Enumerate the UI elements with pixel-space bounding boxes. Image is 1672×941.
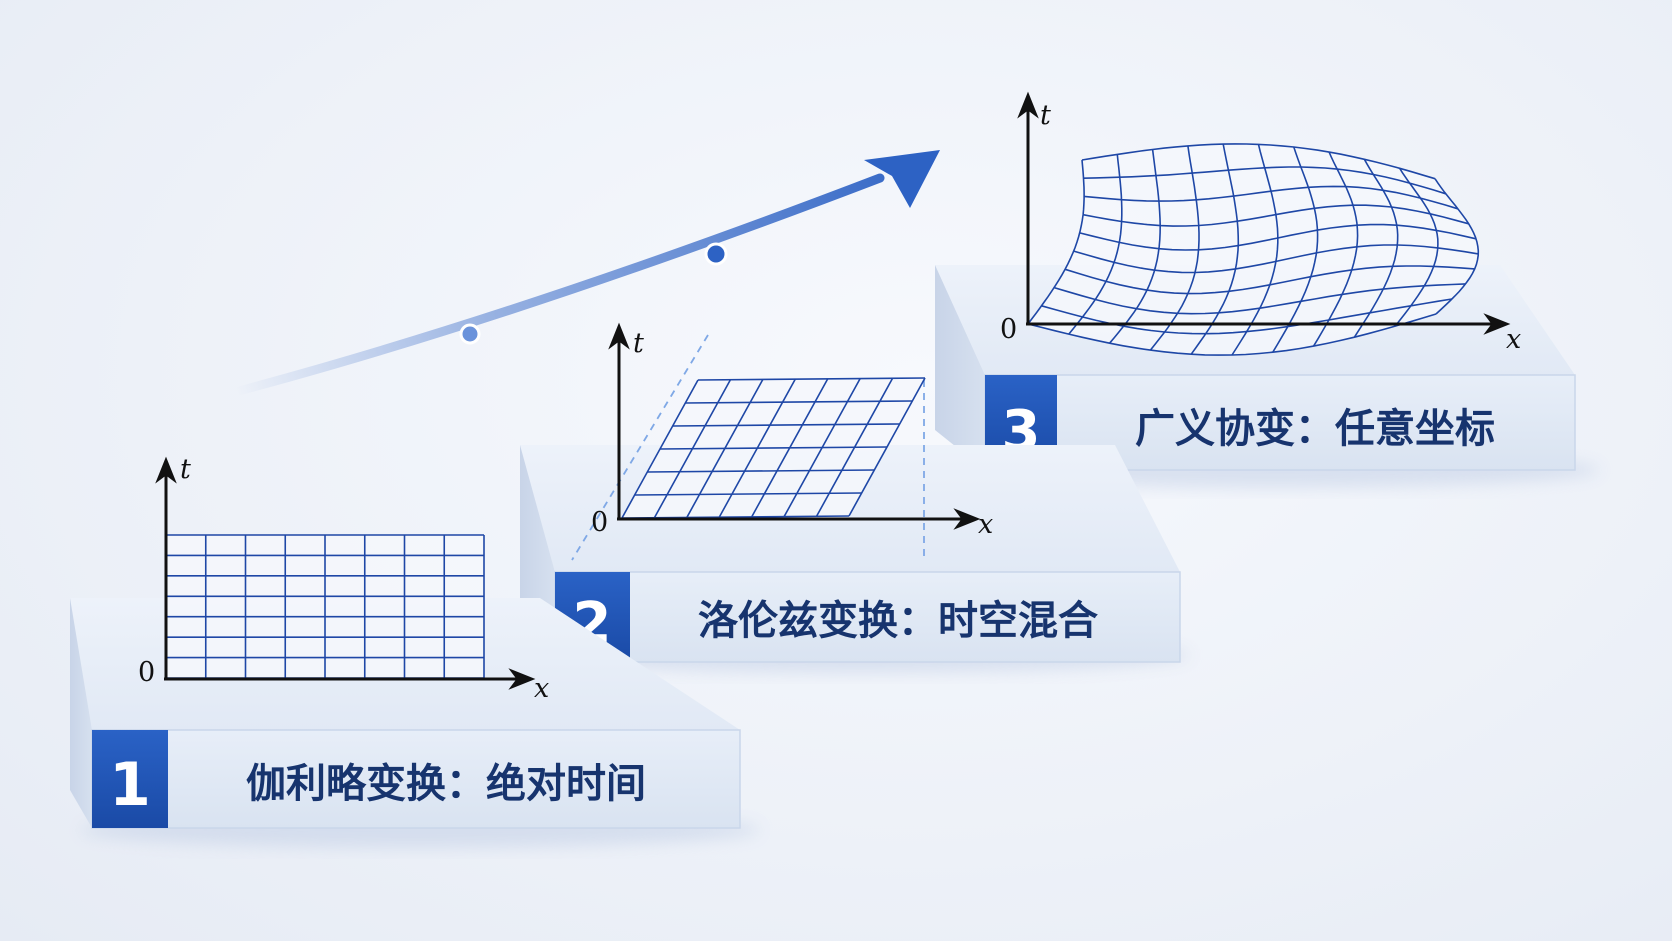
grid-line bbox=[1312, 151, 1359, 347]
grid-line bbox=[1027, 313, 1437, 356]
step-1-title: 伽利略变换：绝对时间 bbox=[246, 761, 646, 807]
t-axis-label: t bbox=[180, 454, 191, 485]
light-cone-line bbox=[571, 334, 709, 561]
grid-line bbox=[1053, 283, 1466, 315]
origin-label: 0 bbox=[138, 657, 155, 688]
galilean-grid-icon: t x 0 bbox=[138, 454, 549, 704]
x-axis-label: x bbox=[1506, 324, 1521, 355]
step-3-title: 广义协变：任意坐标 bbox=[1135, 406, 1495, 452]
grid-line bbox=[1231, 144, 1279, 356]
step-1-number: 1 bbox=[109, 750, 151, 820]
grid-line bbox=[1064, 265, 1475, 295]
grid-line bbox=[1394, 167, 1439, 327]
grid-line bbox=[672, 423, 900, 427]
grid-line bbox=[1081, 143, 1436, 180]
grid-line bbox=[685, 400, 913, 404]
progress-dot-2 bbox=[704, 242, 728, 266]
origin-label: 0 bbox=[591, 507, 608, 538]
grid-line bbox=[659, 446, 888, 450]
grid-line bbox=[647, 469, 875, 473]
grid-line bbox=[1027, 159, 1085, 325]
progress-dot-1 bbox=[459, 323, 481, 345]
grid-line bbox=[1068, 154, 1123, 335]
grid-line bbox=[1434, 178, 1480, 315]
x-axis-label: x bbox=[978, 509, 993, 540]
grid-line bbox=[1084, 185, 1459, 210]
progress-arrow-icon bbox=[230, 150, 940, 397]
x-axis-label: x bbox=[534, 673, 549, 704]
t-axis-label: t bbox=[1040, 100, 1051, 131]
grid-line bbox=[1353, 158, 1399, 338]
grid-line bbox=[1082, 204, 1469, 227]
grid-line bbox=[634, 492, 862, 496]
grid-line bbox=[1272, 146, 1319, 353]
curved-grid-icon: t x 0 bbox=[1000, 91, 1521, 356]
grid-line bbox=[1073, 244, 1479, 274]
origin-label: 0 bbox=[1000, 314, 1017, 345]
grid-line bbox=[1079, 223, 1477, 251]
step-2-title: 洛伦兹变换：时空混合 bbox=[698, 598, 1098, 644]
grid-line bbox=[1108, 149, 1162, 344]
grid-line bbox=[1083, 166, 1447, 195]
lorentz-grid-icon: t x 0 bbox=[571, 322, 993, 561]
t-axis-label: t bbox=[633, 328, 644, 359]
grid-line bbox=[697, 377, 926, 381]
